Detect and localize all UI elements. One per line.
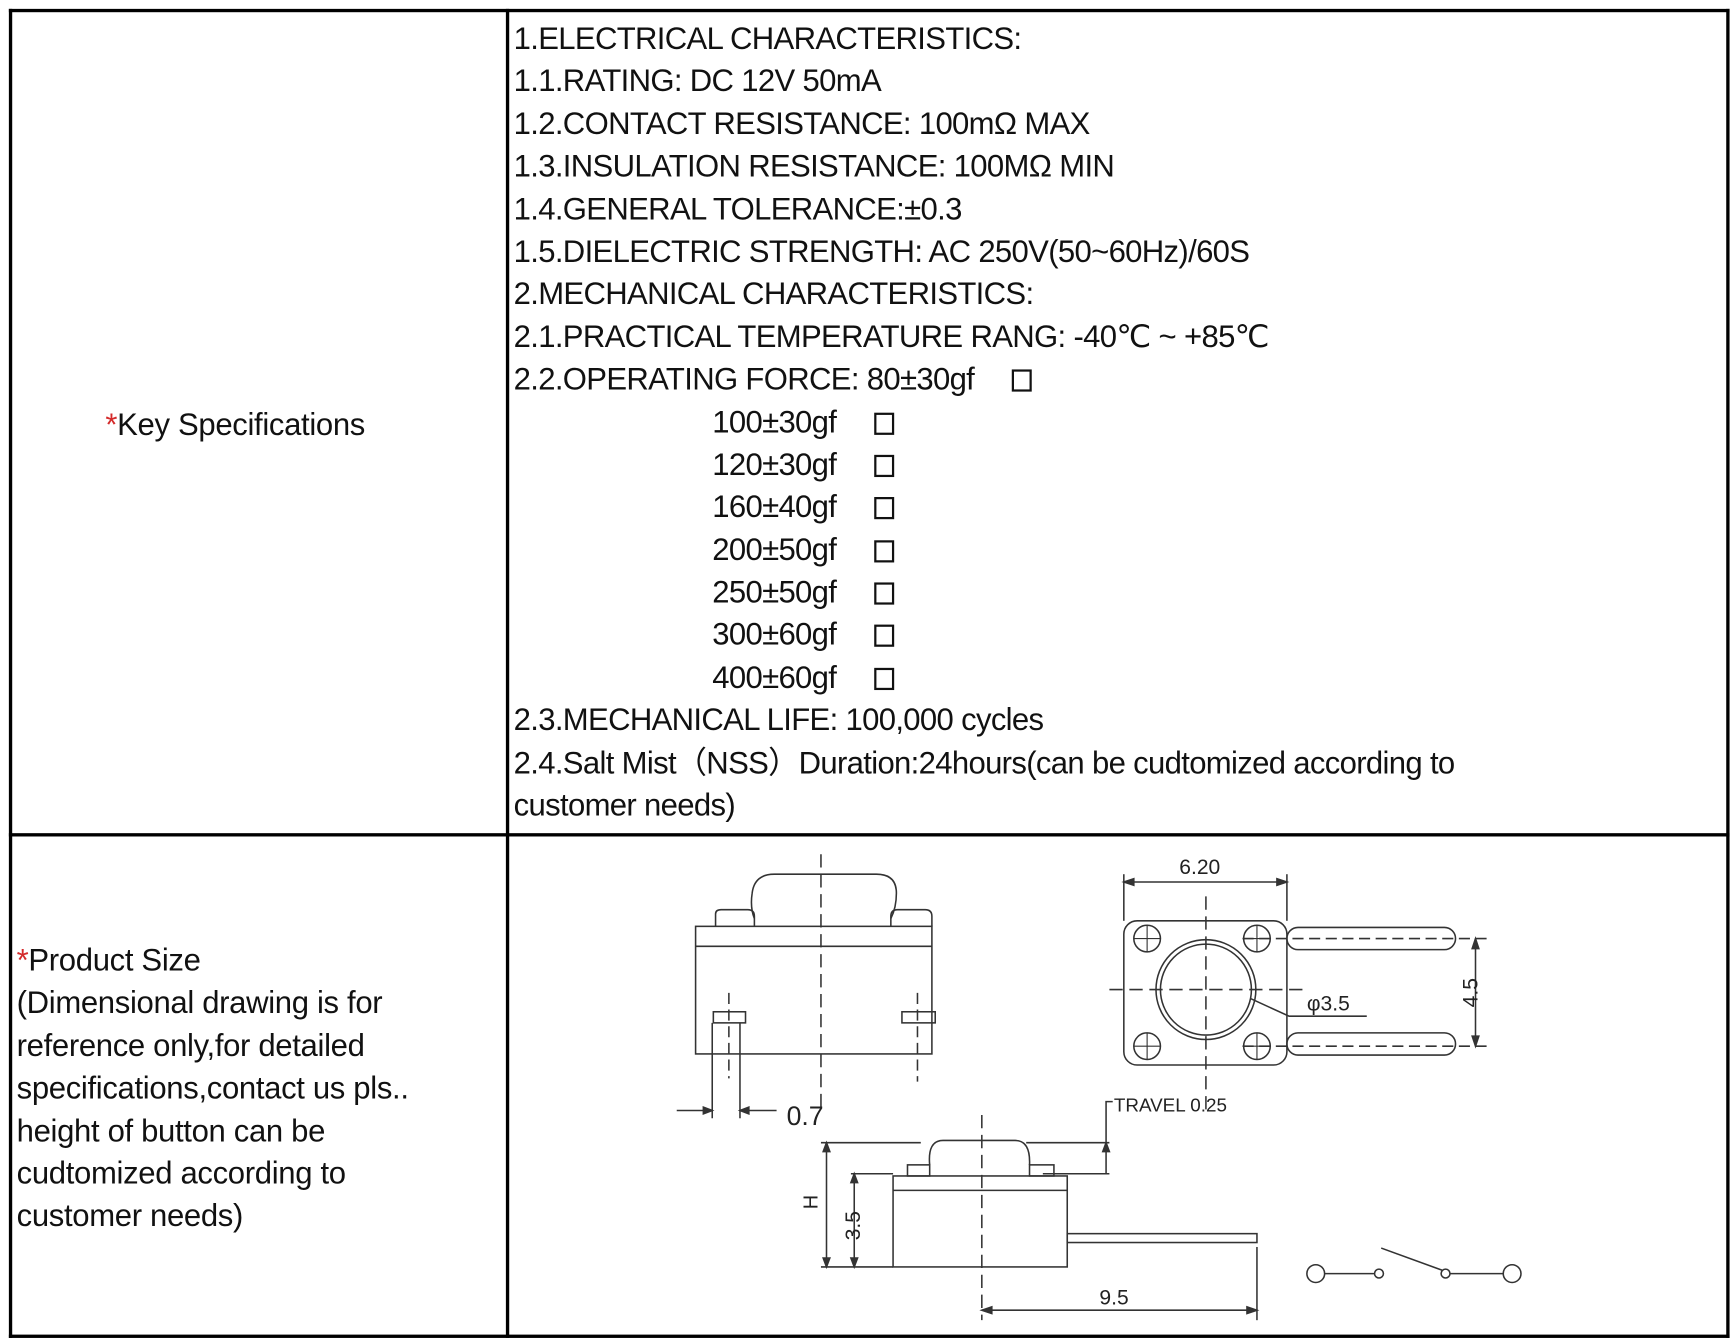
table-column-divider	[505, 8, 510, 1338]
spec-text: 2.3.MECHANICAL LIFE: 100,000 cycles	[513, 702, 1044, 737]
spec-text: 300±60gf	[712, 617, 837, 652]
dim-pin-pitch: 4.5	[1460, 978, 1483, 1007]
spec-text: 1.4.GENERAL TOLERANCE:±0.3	[513, 191, 963, 226]
spec-line: 2.3.MECHANICAL LIFE: 100,000 cycles	[514, 699, 1455, 742]
spec-text: 2.4.Salt Mist（NSS）Duration:24hours(can b…	[513, 745, 1456, 780]
spec-line: 1.2.CONTACT RESISTANCE: 100mΩ MAX	[514, 103, 1455, 146]
option-checkbox[interactable]	[873, 582, 894, 605]
dim-body-height: 3.5	[842, 1211, 865, 1240]
spec-text: customer needs)	[513, 787, 736, 823]
spec-text: 1.2.CONTACT RESISTANCE: 100mΩ MAX	[513, 106, 1091, 141]
table-border-right	[1726, 8, 1730, 1338]
spec-line: 100±30gf	[514, 401, 1455, 444]
option-checkbox[interactable]	[873, 412, 894, 435]
spec-line: 1.4.GENERAL TOLERANCE:±0.3	[514, 188, 1455, 231]
spec-line: 1.5.DIELECTRIC STRENGTH: AC 250V(50~60Hz…	[514, 231, 1455, 274]
spec-line: 300±60gf	[514, 614, 1455, 657]
spec-line: customer needs)	[514, 784, 1455, 827]
spec-text: 160±40gf	[712, 489, 837, 524]
spec-text: 2.1.PRACTICAL TEMPERATURE RANG: -40℃ ~ +…	[513, 319, 1270, 354]
option-checkbox[interactable]	[873, 497, 894, 520]
table-border-left	[8, 8, 13, 1338]
spec-text: 1.5.DIELECTRIC STRENGTH: AC 250V(50~60Hz…	[513, 234, 1250, 269]
spec-text: 100±30gf	[712, 404, 837, 439]
spec-text: 1.3.INSULATION RESISTANCE: 100MΩ MIN	[513, 148, 1115, 184]
spec-text: 1.1.RATING: DC 12V 50mA	[513, 63, 882, 99]
required-mark: *	[105, 407, 118, 442]
front-view: 0.7	[676, 854, 937, 1131]
spec-text: 120±30gf	[712, 446, 837, 482]
spec-line: 2.MECHANICAL CHARACTERISTICS:	[514, 273, 1455, 316]
spec-line: 120±30gf	[514, 444, 1455, 487]
dim-slot: 0.7	[787, 1101, 824, 1131]
option-checkbox[interactable]	[1011, 369, 1032, 392]
spec-line: 2.1.PRACTICAL TEMPERATURE RANG: -40℃ ~ +…	[514, 316, 1455, 359]
spec-line: 1.3.INSULATION RESISTANCE: 100MΩ MIN	[514, 146, 1455, 189]
spec-line: 2.4.Salt Mist（NSS）Duration:24hours(can b…	[513, 742, 1456, 785]
spec-line: 1.ELECTRICAL CHARACTERISTICS:	[514, 18, 1455, 61]
option-checkbox[interactable]	[873, 625, 894, 648]
spec-text: 200±50gf	[712, 532, 837, 567]
spec-text: 2.2.OPERATING FORCE: 80±30gf	[513, 361, 975, 397]
switch-symbol-icon	[1306, 1247, 1522, 1284]
dim-diameter: φ3.5	[1307, 993, 1350, 1016]
spec-text: 2.MECHANICAL CHARACTERISTICS:	[513, 276, 1034, 312]
spec-text: 400±60gf	[712, 659, 837, 695]
note-line: cudtomized according to	[16, 1156, 346, 1191]
side-view: H 3.5 TRAVEL 0.25 9.5	[801, 1095, 1260, 1321]
table-border-bottom	[8, 1334, 1730, 1338]
dim-width: 6.20	[1179, 856, 1220, 879]
note-line: reference only,for detailed	[16, 1028, 365, 1063]
dim-height-label: H	[801, 1195, 823, 1209]
required-mark: *	[16, 942, 29, 978]
option-checkbox[interactable]	[873, 667, 894, 690]
dim-length: 9.5	[1099, 1287, 1128, 1310]
top-view: 4.5 6.20 φ3.5	[1109, 856, 1487, 1110]
product-size-label: *Product Size (Dimensional drawing is fo…	[17, 940, 409, 1238]
option-checkbox[interactable]	[873, 539, 894, 563]
spec-list: 1.ELECTRICAL CHARACTERISTICS: 1.1.RATING:…	[513, 18, 1456, 827]
table-border-top	[8, 8, 1730, 13]
table-row-divider	[8, 833, 1730, 837]
note-line: specifications,contact us pls..	[16, 1070, 409, 1106]
spec-line: 2.2.OPERATING FORCE: 80±30gf	[514, 358, 1455, 401]
note-line: customer needs)	[16, 1198, 244, 1234]
label-text: Key Specifications	[117, 407, 365, 442]
dim-travel: TRAVEL 0.25	[1114, 1095, 1227, 1116]
option-checkbox[interactable]	[873, 454, 894, 477]
key-specifications-label: *Key Specifications	[105, 404, 365, 447]
spec-line: 1.1.RATING: DC 12V 50mA	[514, 60, 1455, 103]
note-line: height of button can be	[16, 1113, 326, 1148]
spec-line: 250±50gf	[514, 571, 1455, 614]
note-line: (Dimensional drawing is for	[16, 985, 383, 1020]
spec-text: 1.ELECTRICAL CHARACTERISTICS:	[513, 21, 1022, 56]
spec-text: 250±50gf	[712, 574, 837, 610]
spec-line: 400±60gf	[514, 657, 1455, 700]
label-text: Product Size	[28, 942, 201, 978]
spec-line: 160±40gf	[514, 486, 1455, 529]
spec-line: 200±50gf	[514, 529, 1455, 572]
